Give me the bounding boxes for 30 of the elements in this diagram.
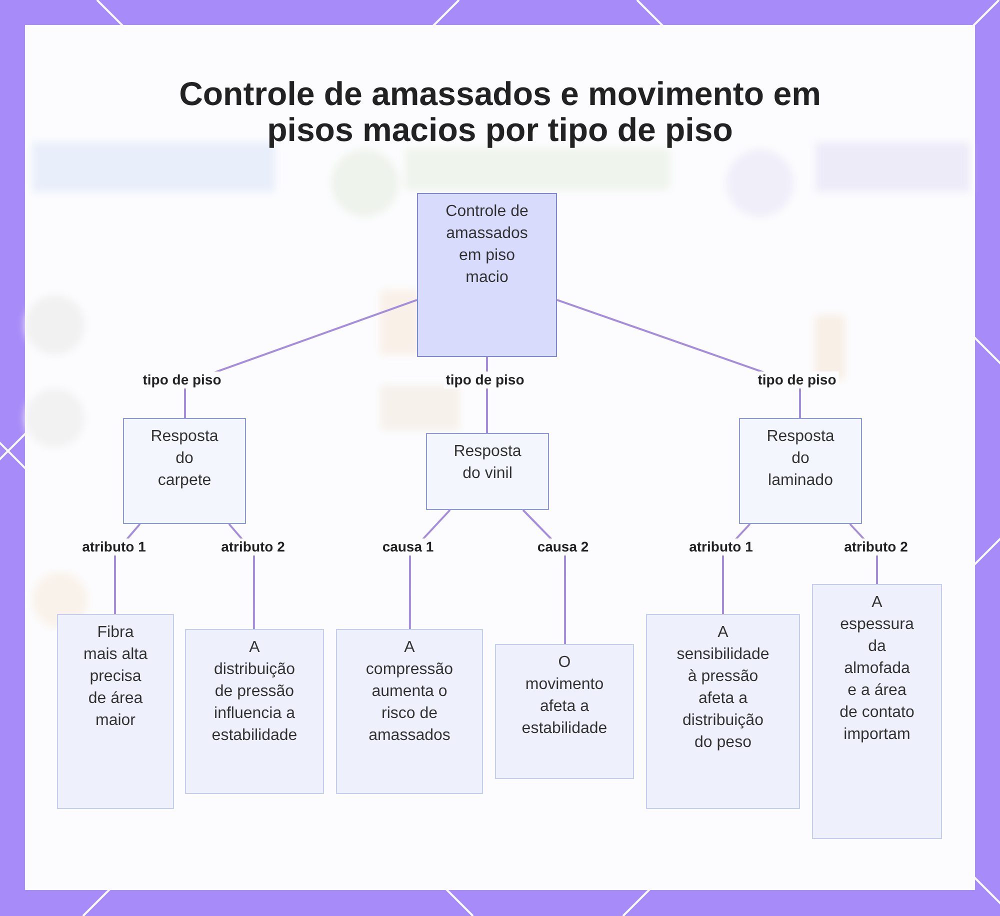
detail-box [646,614,800,809]
edge-label: atributo 1 [687,538,755,556]
edge-label: atributo 2 [842,538,910,556]
node-text: Resposta do laminado [766,427,836,491]
edge-label: atributo 1 [80,538,148,556]
detail-box [57,614,174,809]
node-text: A compressão aumenta o risco de amassados [364,638,454,746]
detail-box [336,629,483,794]
category-box [123,418,246,524]
edge-label: causa 1 [380,538,436,556]
edge-label: causa 2 [535,538,591,556]
category-box [426,433,549,510]
node-text: A espessura da almofada e a área de contato importam [839,593,915,745]
topic-box [417,193,557,357]
node-text: O movimento afeta a estabilidade [521,653,608,739]
node-text: Resposta do vinil [452,442,522,484]
detail-box [495,644,634,779]
category-box [739,418,862,524]
detail-box [812,584,942,839]
edge-label: tipo de piso [444,372,526,388]
edge-label: atributo 2 [219,538,287,556]
diagram-title: Controle de amassados e movimento em pisos macios por tipo de piso [178,76,822,148]
node-text: A sensibilidade à pressão afeta a distribuição do peso [676,623,770,753]
node-text: Controle de amassados em piso macio [444,202,530,288]
detail-box [185,629,324,794]
node-text: A distribuição de pressão influencia a estabilidade [211,638,298,746]
edge-label: tipo de piso [756,372,838,388]
node-text: Fibra mais alta precisa de área maior [82,623,149,731]
node-text: Resposta do carpete [150,427,220,491]
edge-label: tipo de piso [140,372,224,388]
